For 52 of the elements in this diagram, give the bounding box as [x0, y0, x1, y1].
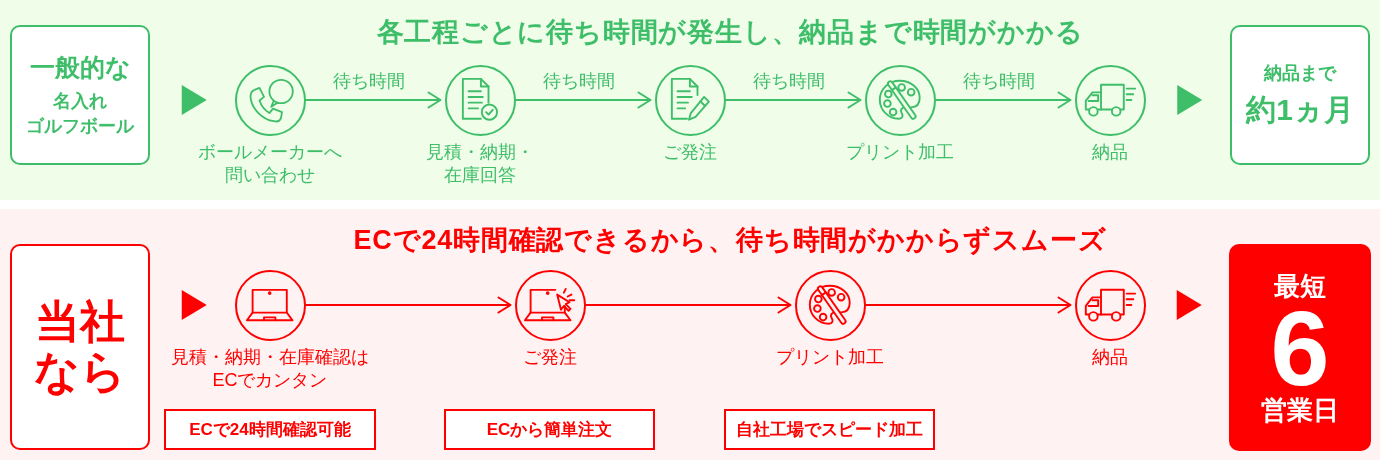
step-circle	[654, 64, 726, 136]
step-circle	[794, 269, 866, 341]
summary-box	[1230, 25, 1370, 165]
step-circle	[1074, 269, 1146, 341]
step-caption: 納品	[1092, 140, 1128, 164]
triangle-arrow	[181, 290, 207, 320]
arrow	[304, 296, 512, 314]
step-caption: プリント加工	[846, 140, 954, 164]
section-heading: 各工程ごとに待ち時間が発生し、納品まで時間がかかる	[376, 16, 1084, 49]
triangle-arrow	[1177, 85, 1203, 115]
section-band	[0, 0, 1380, 200]
feature-box: ECから簡単注文	[444, 409, 655, 450]
box-text: 納品まで	[1264, 62, 1336, 85]
edge-label: 待ち時間	[963, 70, 1035, 92]
triangle-arrow	[181, 85, 207, 115]
box-text: 名入れゴルフボール	[26, 89, 134, 138]
triangle-arrow	[1176, 290, 1202, 320]
summary-box	[10, 25, 150, 165]
step-caption: ご発注	[523, 345, 577, 369]
arrow	[724, 91, 862, 109]
arrow	[304, 91, 442, 109]
step-caption: ご発注	[663, 140, 717, 164]
step-caption: 納品	[1092, 345, 1128, 369]
step-circle	[1074, 64, 1146, 136]
summary-box	[10, 244, 150, 450]
edge-label: 待ち時間	[333, 70, 405, 92]
box-heading: 当社なら	[34, 297, 126, 397]
arrow	[864, 296, 1072, 314]
step-caption: ボールメーカーへ問い合わせ	[197, 140, 343, 187]
step-caption: プリント加工	[776, 345, 884, 369]
box-text: 最短	[1274, 269, 1326, 302]
feature-box: ECで24時間確認可能	[164, 409, 376, 450]
feature-box: 自社工場でスピード加工	[724, 409, 935, 450]
step-circle	[234, 64, 306, 136]
step-circle	[864, 64, 936, 136]
duration-text: 約1ヵ月	[1246, 92, 1354, 128]
arrow	[584, 296, 792, 314]
step-caption: 見積・納期・在庫回答	[425, 140, 535, 187]
section-heading: ECで24時間確認できるから、待ち時間がかからずスムーズ	[353, 224, 1107, 257]
section-band	[0, 209, 1380, 460]
step-circle	[444, 64, 516, 136]
big-number: 6	[1270, 301, 1330, 394]
summary-box	[1229, 244, 1371, 451]
step-circle	[234, 269, 306, 341]
step-circle	[514, 269, 586, 341]
arrow	[934, 91, 1072, 109]
box-text: 営業日	[1261, 393, 1339, 426]
arrow	[514, 91, 652, 109]
step-caption: 見積・納期・在庫確認はECでカンタン	[170, 345, 370, 392]
edge-label: 待ち時間	[753, 70, 825, 92]
edge-label: 待ち時間	[543, 70, 615, 92]
box-heading: 一般的な	[29, 51, 131, 82]
